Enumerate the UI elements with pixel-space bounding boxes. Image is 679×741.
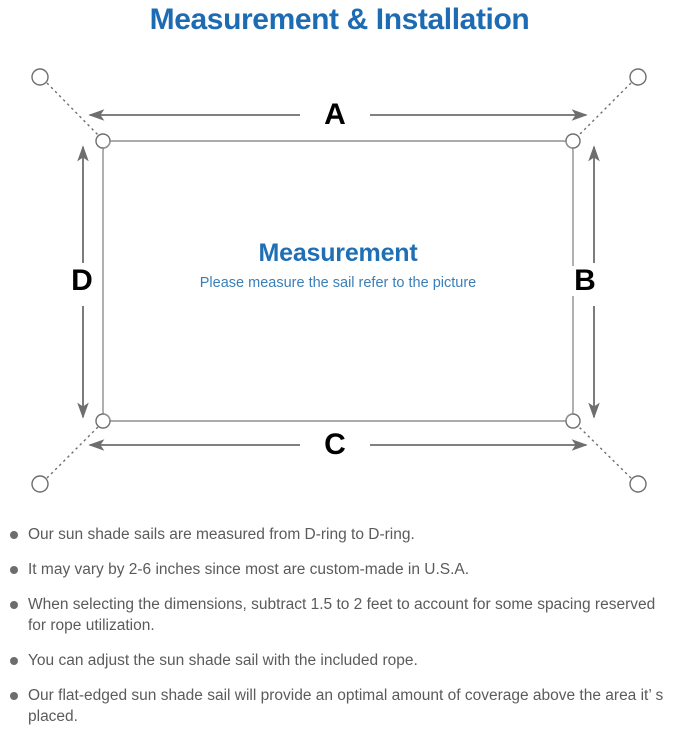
sail-measurement-diagram: A B C D Measurement Please measure the s… (0, 48, 679, 513)
measurement-heading: Measurement (258, 239, 418, 267)
dimension-label-b: B (565, 266, 605, 296)
rope-top-left (46, 82, 101, 138)
dimension-label-a: A (305, 100, 365, 130)
note-text: It may vary by 2-6 inches since most are… (28, 561, 470, 578)
list-item: When selecting the dimensions, subtract … (0, 594, 679, 636)
bullet-icon (10, 566, 18, 574)
note-text: Our sun shade sails are measured from D-… (28, 526, 415, 543)
dimension-label-d: D (62, 266, 102, 296)
list-item: Our flat-edged sun shade sail will provi… (0, 685, 679, 727)
rope-bottom-right (576, 424, 632, 479)
anchor-top-right-icon (629, 68, 647, 86)
page-title: Measurement & Installation (149, 3, 530, 36)
bullet-icon (10, 692, 18, 700)
notes-list: Our sun shade sails are measured from D-… (0, 524, 679, 741)
anchor-bottom-right-icon (629, 475, 647, 493)
measurement-subtext: Please measure the sail refer to the pic… (199, 275, 477, 291)
bullet-icon (10, 531, 18, 539)
bullet-icon (10, 601, 18, 609)
list-item: Our sun shade sails are measured from D-… (0, 524, 679, 545)
anchor-bottom-left-icon (31, 475, 49, 493)
dimension-label-c: C (305, 430, 365, 460)
list-item: It may vary by 2-6 inches since most are… (0, 559, 679, 580)
anchor-top-left-icon (31, 68, 49, 86)
diagram-canvas (31, 68, 647, 493)
measurement-caption: Measurement Please measure the sail refe… (103, 238, 573, 293)
note-text: You can adjust the sun shade sail with t… (28, 652, 418, 669)
rope-top-right (576, 82, 632, 138)
note-text: When selecting the dimensions, subtract … (28, 596, 656, 634)
rope-bottom-left (46, 424, 101, 479)
note-text: Our flat-edged sun shade sail will provi… (28, 687, 664, 725)
list-item: You can adjust the sun shade sail with t… (0, 650, 679, 671)
bullet-icon (10, 657, 18, 665)
